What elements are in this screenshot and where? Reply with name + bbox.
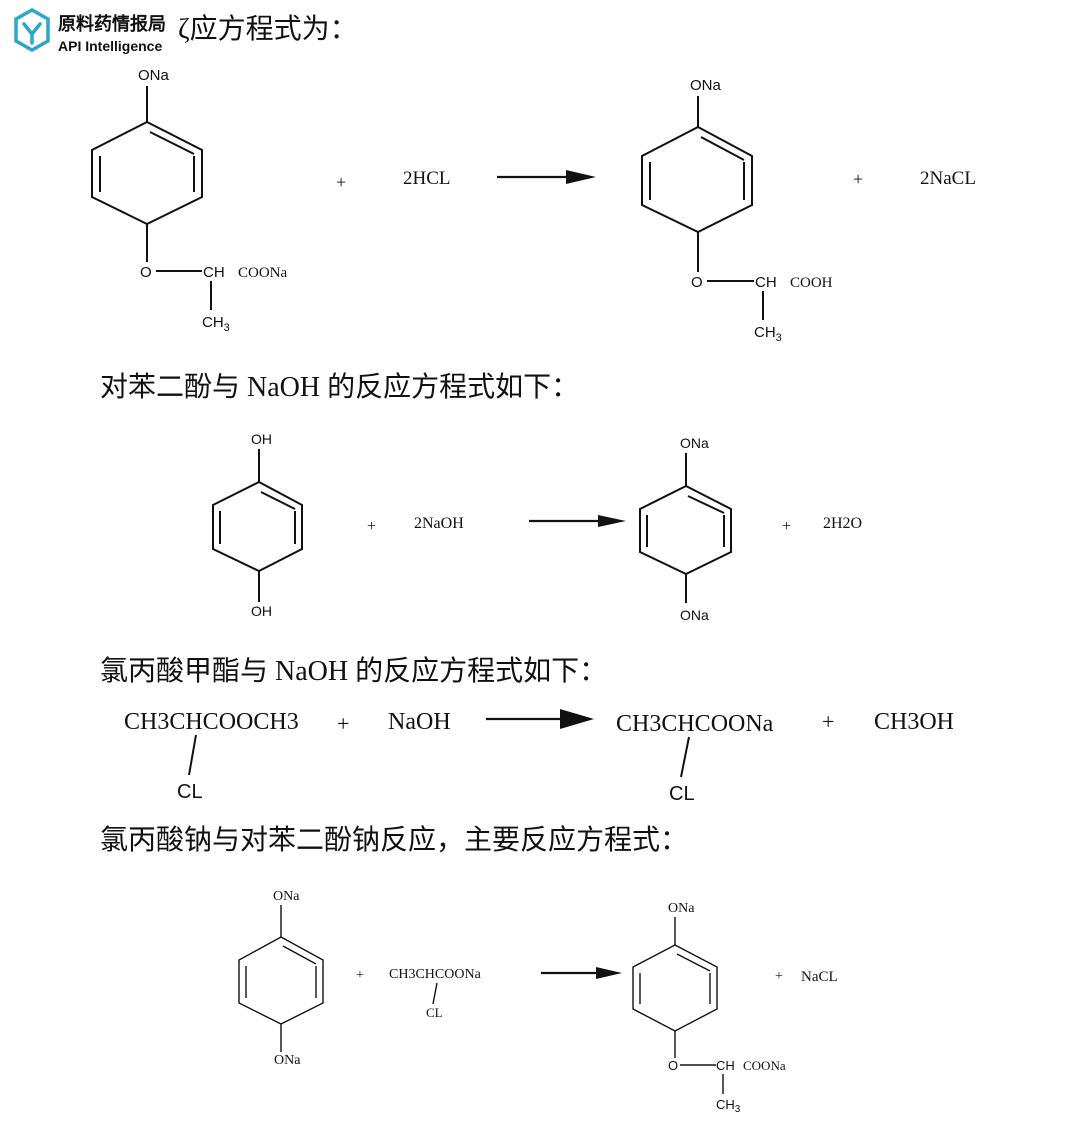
section-1-heading-fragment: ζ应方程式为： [178, 13, 358, 45]
reaction-arrow [541, 967, 622, 979]
ch-label: CH [755, 274, 777, 291]
reagent-naoh: 2NaOH [414, 515, 464, 532]
inner-bond [700, 136, 745, 161]
reaction-arrow [486, 709, 594, 729]
reactant-sodium-phenoxypropionate: ONa O CH COONa CH3 [91, 67, 288, 334]
byproduct-methanol: CH3OH [874, 709, 954, 735]
section-4-reaction: 氯丙酸钠与对苯二酚钠反应，主要反应方程式： ONa ONa + CH3CHCOO… [100, 824, 838, 1115]
inner-bond [282, 945, 317, 965]
product-disodium-hydroquinone: ONa ONa [639, 435, 732, 623]
ch3-label: CH3 [202, 314, 230, 334]
inner-bond [149, 131, 195, 155]
ether-oxygen: O [668, 1058, 678, 1073]
chlorine-label: CL [669, 783, 695, 805]
section-4-heading: 氯丙酸钠与对苯二酚钠反应，主要反应方程式： [100, 824, 688, 856]
bond [680, 736, 690, 778]
reagent-naoh: NaOH [388, 709, 451, 735]
inner-bond [676, 953, 711, 972]
oh-label: OH [251, 603, 272, 619]
ona-label: ONa [668, 901, 695, 916]
inner-bond [260, 491, 296, 510]
reactant-hydroquinone: OH OH [212, 431, 303, 619]
ona-label: ONa [680, 435, 709, 451]
ona-label: ONa [680, 607, 709, 623]
plus-sign: + [356, 968, 364, 983]
ona-label: ONa [138, 67, 170, 84]
product-sodium-phenoxypropionate: ONa O CH COONa CH3 [632, 901, 786, 1115]
benzene-ring [91, 120, 203, 226]
logo-name-en: API Intelligence [58, 38, 162, 54]
api-intelligence-logo: 原料药情报局 API Intelligence [8, 6, 178, 58]
logo-name-zh: 原料药情报局 [58, 13, 166, 35]
byproduct-nacl: 2NaCL [920, 168, 976, 189]
cooh-label: COOH [790, 275, 833, 291]
api-intelligence-logo-icon [14, 7, 50, 53]
oh-label: OH [251, 431, 272, 447]
ch3-label: CH3 [754, 324, 782, 344]
plus-sign: + [775, 969, 783, 984]
plus-sign: + [337, 711, 349, 736]
plus-sign: + [853, 169, 863, 189]
bond [432, 982, 438, 1005]
ch-label: CH [203, 264, 225, 281]
benzene-ring [632, 944, 718, 1032]
product-sodium-chloropropionate: CH3CHCOONa [616, 711, 774, 737]
benzene-ring [641, 125, 753, 234]
benzene-ring [212, 480, 303, 573]
reactant-sodium-chloropropionate: CH3CHCOONa [389, 967, 482, 982]
plus-sign: + [336, 172, 346, 192]
ona-label: ONa [273, 889, 300, 904]
section-1-reaction: ζ应方程式为： ONa O CH COONa CH3 + 2HCL ONa [91, 13, 976, 344]
section-2-heading: 对苯二酚与 NaOH 的反应方程式如下： [100, 371, 579, 403]
benzene-ring [639, 484, 732, 576]
ona-label: ONa [690, 77, 722, 94]
section-3-heading: 氯丙酸甲酯与 NaOH 的反应方程式如下： [100, 655, 607, 687]
bond [188, 734, 197, 776]
reagent-hcl: 2HCL [403, 168, 451, 189]
coona-label: COONa [238, 265, 288, 281]
inner-bond [687, 495, 725, 514]
ether-oxygen: O [140, 264, 152, 281]
coona-label: COONa [743, 1058, 786, 1073]
plus-sign: + [822, 709, 834, 734]
ch-label: CH [716, 1058, 735, 1073]
reaction-arrow [529, 515, 626, 527]
ch3-label: CH3 [716, 1097, 741, 1115]
plus-sign: + [782, 518, 791, 535]
byproduct-nacl: NaCL [801, 969, 838, 985]
reaction-arrow [497, 170, 596, 184]
plus-sign: + [367, 518, 376, 535]
section-2-reaction: 对苯二酚与 NaOH 的反应方程式如下： OH OH + 2NaOH ONa O… [100, 371, 862, 623]
benzene-ring [238, 936, 324, 1025]
ether-oxygen: O [691, 274, 703, 291]
reactant-disodium-hydroquinone: ONa ONa [238, 889, 324, 1068]
chlorine-label: CL [177, 781, 203, 803]
byproduct-water: 2H2O [823, 515, 862, 532]
reactant-methyl-chloropropionate: CH3CHCOOCH3 [124, 709, 299, 735]
section-3-reaction: 氯丙酸甲酯与 NaOH 的反应方程式如下： CH3CHCOOCH3 CL + N… [100, 655, 954, 805]
product-phenoxypropionic-acid: ONa O CH COOH CH3 [641, 77, 833, 344]
chlorine-label: CL [426, 1005, 443, 1020]
ona-label: ONa [274, 1053, 301, 1068]
